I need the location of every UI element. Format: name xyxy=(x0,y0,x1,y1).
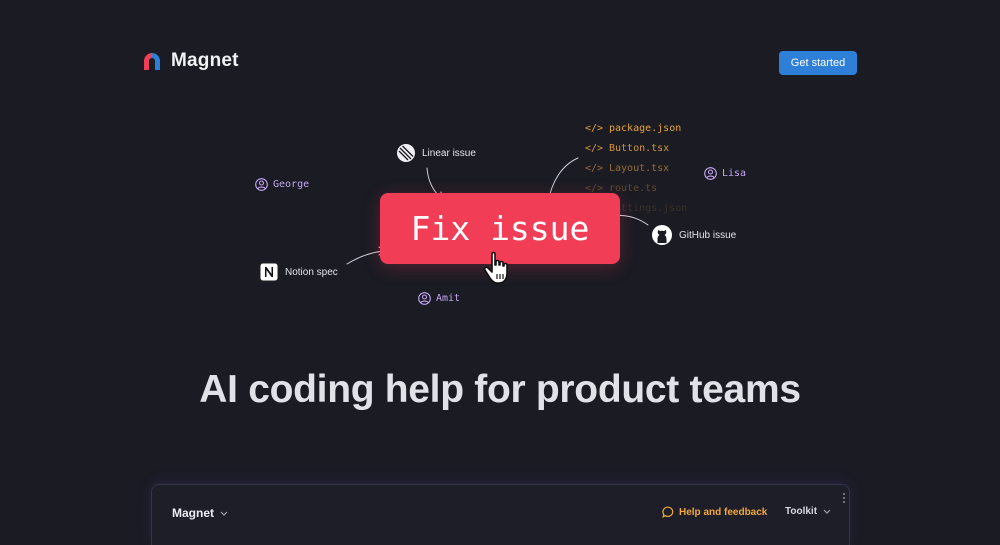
user-circle-icon xyxy=(704,167,717,180)
file-item: </> Button.tsx xyxy=(584,139,687,159)
file-list: </> package.json </> Button.tsx </> Layo… xyxy=(584,119,688,219)
magnet-logo-icon xyxy=(144,52,160,70)
person-lisa: Lisa xyxy=(704,167,746,180)
file-name: Button.tsx xyxy=(609,143,670,154)
github-issue-label: GitHub issue xyxy=(679,229,737,241)
github-issue-chip: GitHub issue xyxy=(651,224,736,246)
file-name: settings.json xyxy=(609,203,688,214)
page-headline: AI coding help for product teams xyxy=(199,368,801,411)
workspace-name: Magnet xyxy=(172,506,214,520)
person-amit: Amit xyxy=(418,292,460,305)
brand-logo[interactable]: Magnet xyxy=(141,50,239,72)
fix-issue-button[interactable]: Fix issue xyxy=(380,193,620,264)
file-item: </> Layout.tsx xyxy=(584,159,687,179)
toolkit-label: Toolkit xyxy=(785,506,818,517)
workspace-switcher[interactable]: Magnet xyxy=(172,506,228,520)
file-name: route.ts xyxy=(609,183,658,194)
person-name: George xyxy=(273,179,310,190)
user-circle-icon xyxy=(255,178,268,191)
code-brackets-icon: </> xyxy=(584,163,604,174)
code-brackets-icon: </> xyxy=(584,143,604,154)
file-item: </> package.json xyxy=(584,119,687,139)
linear-issue-chip: Linear issue xyxy=(396,143,476,163)
file-name: package.json xyxy=(609,123,682,134)
hand-pointer-icon xyxy=(483,251,508,284)
linear-issue-label: Linear issue xyxy=(422,147,476,159)
person-name: Amit xyxy=(436,293,461,304)
file-name: Layout.tsx xyxy=(609,163,670,174)
linear-icon xyxy=(397,144,415,162)
help-feedback-label: Help and feedback xyxy=(679,506,768,518)
person-george: George xyxy=(255,178,309,191)
file-item: </> route.ts xyxy=(584,179,687,199)
notion-spec-label: Notion spec xyxy=(285,266,338,278)
brand-name: Magnet xyxy=(171,50,239,71)
chevron-down-icon xyxy=(823,509,831,514)
code-brackets-icon: </> xyxy=(584,123,604,134)
more-vertical-icon[interactable] xyxy=(843,493,845,503)
user-circle-icon xyxy=(418,292,431,305)
get-started-button[interactable]: Get started xyxy=(779,51,857,75)
app-preview-window: Magnet Help and feedback Toolkit xyxy=(151,484,850,545)
chevron-down-icon xyxy=(220,511,228,516)
help-feedback-button[interactable]: Help and feedback xyxy=(662,506,767,518)
chat-bubble-icon xyxy=(662,506,674,518)
person-name: Lisa xyxy=(722,168,747,179)
github-icon xyxy=(652,225,672,245)
code-brackets-icon: </> xyxy=(584,183,604,194)
notion-spec-chip: Notion spec xyxy=(259,262,338,282)
toolkit-menu[interactable]: Toolkit xyxy=(785,506,831,517)
notion-icon xyxy=(259,262,279,282)
